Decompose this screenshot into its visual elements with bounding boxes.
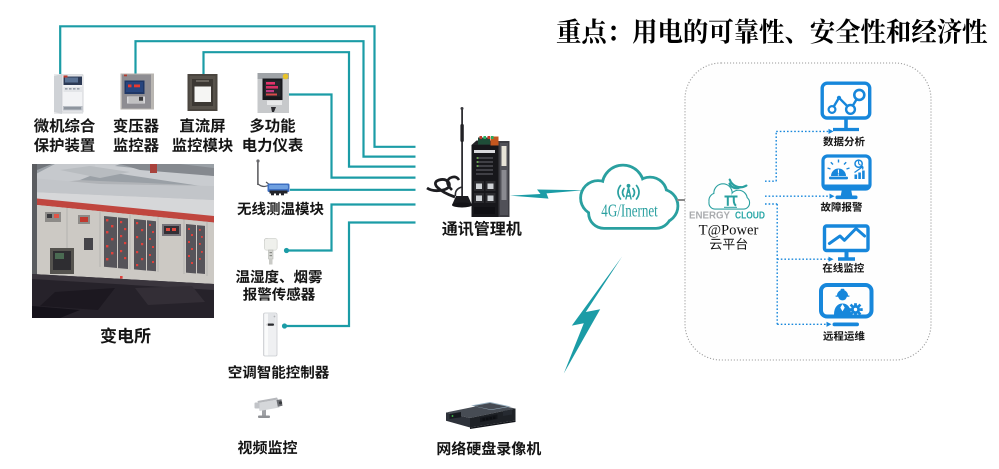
svg-text:CLOUD: CLOUD bbox=[735, 211, 765, 222]
svg-text:ENERGY: ENERGY bbox=[689, 211, 730, 222]
svg-text:T@Power: T@Power bbox=[699, 223, 759, 239]
svg-text:4G/Inernet: 4G/Inernet bbox=[601, 201, 658, 221]
svg-text:!: ! bbox=[837, 169, 840, 178]
